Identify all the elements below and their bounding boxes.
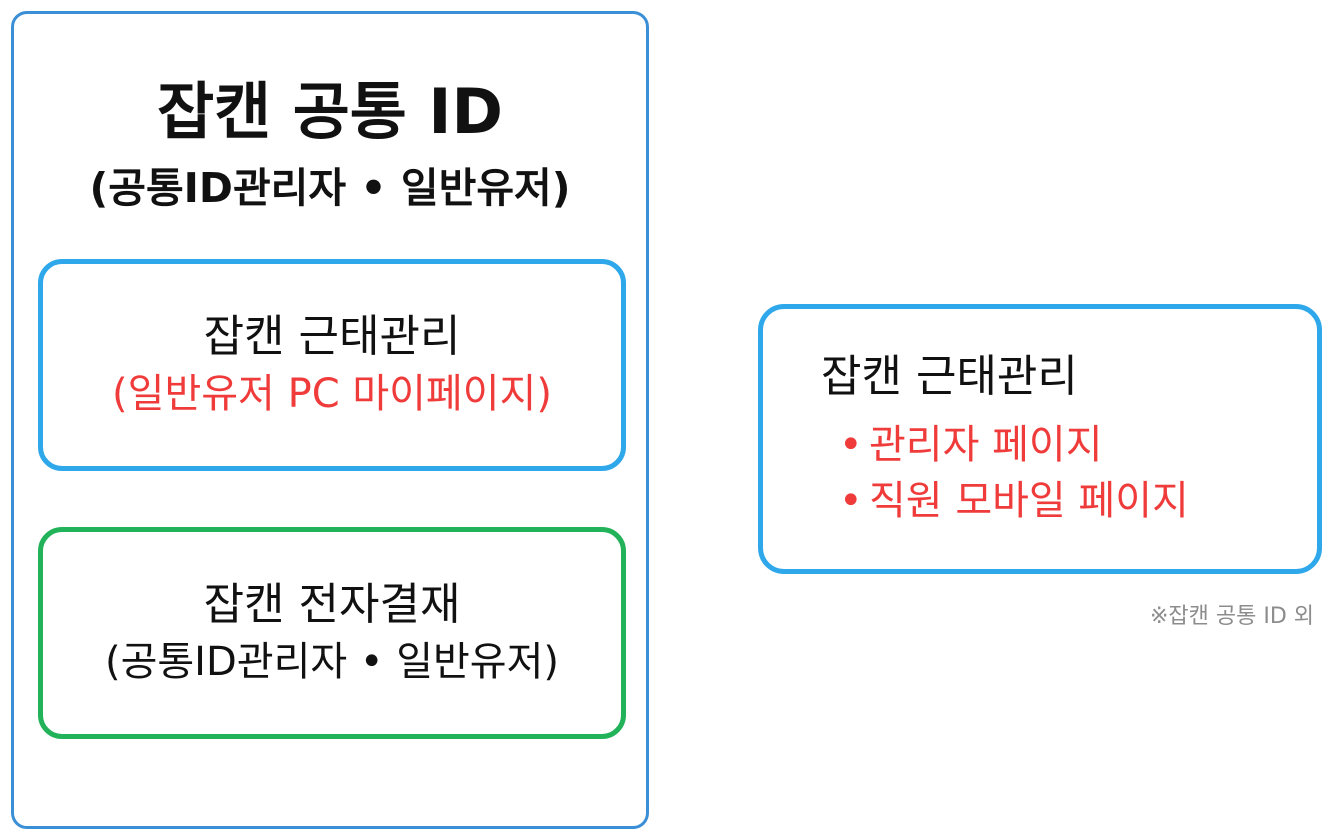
common-id-box: 잡캔 공통 ID (공통ID관리자 • 일반유저) 잡캔 근태관리 (일반유저 … <box>11 11 649 829</box>
approval-title: 잡캔 전자결재 <box>203 579 461 630</box>
list-item: •직원 모바일 페이지 <box>839 473 1189 529</box>
approval-subtitle: (공통ID관리자 • 일반유저) <box>104 639 560 685</box>
list-item: •관리자 페이지 <box>839 417 1189 473</box>
common-id-title: 잡캔 공통 ID <box>157 75 503 148</box>
common-id-subtitle: (공통ID관리자 • 일반유저) <box>89 164 571 212</box>
approval-box: 잡캔 전자결재 (공통ID관리자 • 일반유저) <box>38 527 626 739</box>
footnote: ※잡캔 공통 ID 외 <box>1149 604 1314 629</box>
bullet-icon: • <box>839 422 863 468</box>
separate-attendance-list: •관리자 페이지 •직원 모바일 페이지 <box>839 417 1189 529</box>
attendance-subtitle: (일반유저 PC 마이페이지) <box>112 371 552 417</box>
attendance-box: 잡캔 근태관리 (일반유저 PC 마이페이지) <box>38 259 626 471</box>
separate-attendance-title: 잡캔 근태관리 <box>821 351 1078 402</box>
separate-attendance-box: 잡캔 근태관리 •관리자 페이지 •직원 모바일 페이지 <box>758 304 1322 574</box>
bullet-icon: • <box>839 478 863 524</box>
list-item-label: 관리자 페이지 <box>869 422 1103 468</box>
attendance-title: 잡캔 근태관리 <box>203 311 461 362</box>
list-item-label: 직원 모바일 페이지 <box>869 478 1189 524</box>
